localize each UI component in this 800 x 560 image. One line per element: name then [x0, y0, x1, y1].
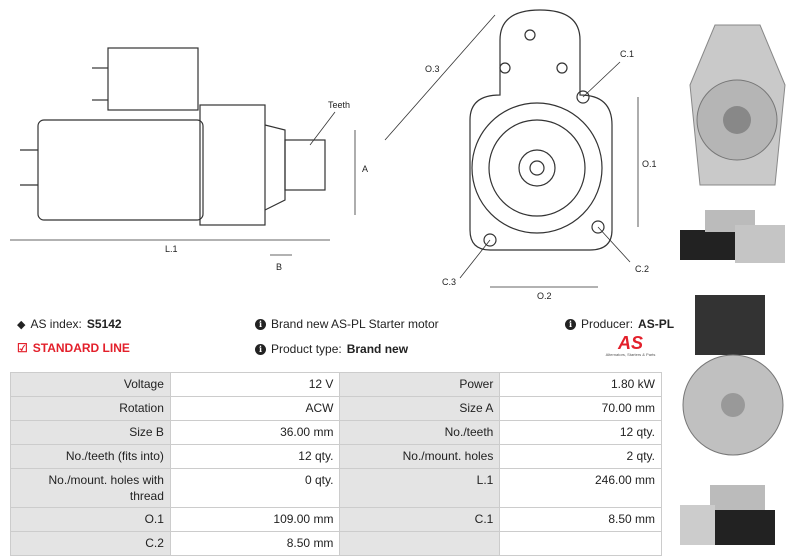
info-icon: i [565, 318, 576, 330]
index-value: S5142 [86, 317, 122, 331]
product-type: i Product type: Brand new [255, 342, 408, 356]
product-photo-front [675, 5, 797, 200]
spec-value: 2 qty. [499, 444, 662, 469]
spec-label: Size A [339, 396, 501, 421]
label-o3: O.3 [425, 64, 440, 74]
type-value: Brand new [346, 342, 409, 356]
spec-row: No./teeth (fits into)12 qty.No./mount. h… [10, 444, 662, 469]
spec-value: 109.00 mm [169, 507, 341, 532]
side-view-drawing [20, 47, 326, 226]
label-c2: C.2 [635, 264, 649, 274]
spec-label [339, 531, 501, 556]
description: i Brand new AS-PL Starter motor [255, 317, 439, 331]
spec-value: 8.50 mm [499, 507, 662, 532]
as-pl-logo: AS Alternators, Starters & Parts [598, 334, 663, 357]
spec-value: 12 qty. [169, 444, 341, 469]
producer: i Producer: AS-PL [565, 317, 674, 331]
label-teeth: Teeth [328, 100, 350, 110]
spec-label: Rotation [10, 396, 171, 421]
product-photo-side-2 [675, 480, 797, 555]
description-text: Brand new AS-PL Starter motor [271, 317, 439, 331]
spec-value: 1.80 kW [499, 372, 662, 397]
label-a: A [362, 164, 368, 174]
spec-value: ACW [169, 396, 341, 421]
logo-tagline: Alternators, Starters & Parts [605, 352, 656, 357]
spec-value: 8.50 mm [169, 531, 341, 556]
producer-value: AS-PL [638, 317, 675, 331]
label-b: B [276, 262, 282, 272]
tags-icon: ◆ [17, 318, 26, 331]
label-o1: O.1 [642, 159, 657, 169]
spec-value: 70.00 mm [499, 396, 662, 421]
spec-value: 12 V [169, 372, 341, 397]
technical-drawing: Teeth A B L.1 O.3 C.1 O.1 C.2 C.3 O.2 [10, 9, 657, 301]
spec-label: Voltage [10, 372, 171, 397]
line-label: STANDARD LINE [32, 341, 130, 355]
front-view-drawing [469, 9, 613, 251]
label-o2: O.2 [537, 291, 552, 301]
spec-value: 12 qty. [499, 420, 662, 445]
info-icon: i [255, 343, 266, 355]
label-c3: C.3 [442, 277, 456, 287]
as-index: ◆ AS index: S5142 [17, 317, 122, 331]
check-square-icon: ☑ [17, 341, 28, 355]
spec-value: 0 qty. [169, 468, 341, 508]
product-photo-side [675, 205, 797, 275]
spec-label: Power [339, 372, 501, 397]
spec-label: No./mount. holes with thread [10, 468, 171, 508]
standard-line: ☑ STANDARD LINE [17, 341, 130, 355]
spec-label: No./teeth (fits into) [10, 444, 171, 469]
label-l1: L.1 [165, 244, 178, 254]
spec-label: No./teeth [339, 420, 501, 445]
producer-label: Producer: [581, 317, 634, 331]
product-photo-rear [675, 290, 797, 475]
spec-label: L.1 [339, 468, 501, 508]
spec-label: No./mount. holes [339, 444, 501, 469]
spec-label: C.2 [10, 531, 171, 556]
type-label: Product type: [271, 342, 342, 356]
spec-value: 36.00 mm [169, 420, 341, 445]
spec-label: C.1 [339, 507, 501, 532]
logo-text: AS [617, 333, 643, 353]
spec-label: O.1 [10, 507, 171, 532]
spec-label: Size B [10, 420, 171, 445]
label-c1: C.1 [620, 49, 634, 59]
spec-value [499, 531, 662, 556]
index-label: AS index: [30, 317, 82, 331]
spec-value: 246.00 mm [499, 468, 662, 508]
info-icon: i [255, 318, 266, 330]
